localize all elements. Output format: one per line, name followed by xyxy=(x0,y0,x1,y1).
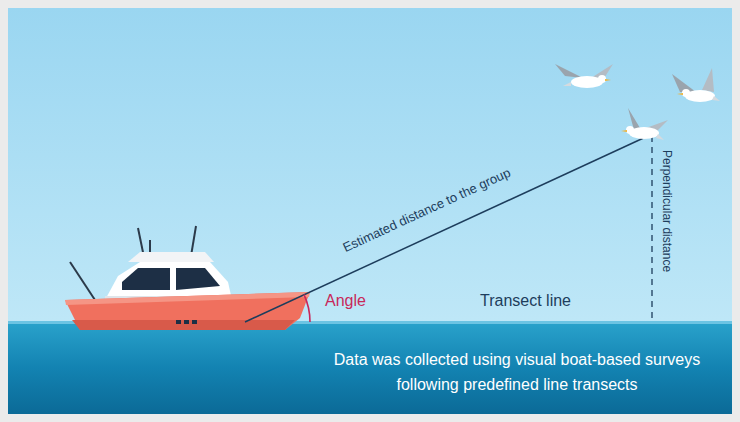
seagull xyxy=(621,108,668,140)
boat xyxy=(65,226,310,330)
transect-label: Transect line xyxy=(480,291,571,310)
distance-label: Estimated distance to the group xyxy=(340,165,513,256)
sea xyxy=(8,321,732,414)
caption: Data was collected using visual boat-bas… xyxy=(322,347,712,397)
perpendicular-line xyxy=(651,136,652,322)
sky xyxy=(8,8,732,414)
angle-arc xyxy=(304,295,310,322)
angle-label: Angle xyxy=(325,291,366,310)
seagull xyxy=(672,68,720,102)
perpendicular-label: Perpendicular distance xyxy=(660,150,674,272)
distance-line xyxy=(245,135,650,322)
seagull xyxy=(555,64,613,88)
